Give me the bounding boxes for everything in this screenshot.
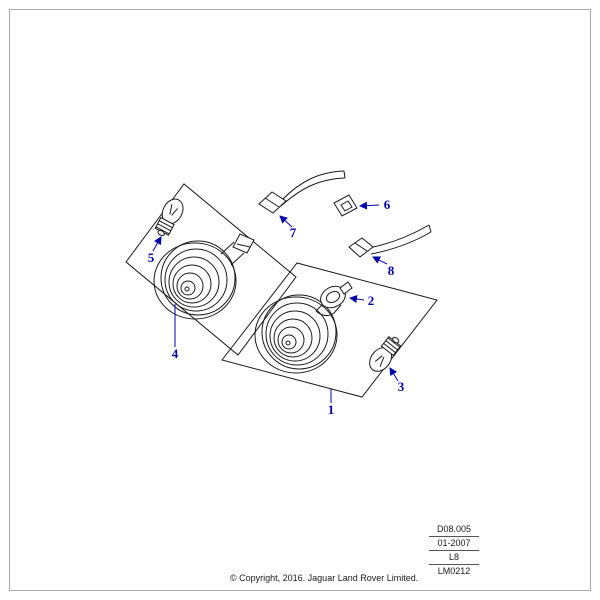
upper-lamp-dome-drawing [153, 240, 237, 320]
reference-block: D08.005 01-2007 L8 LM0212 [429, 523, 479, 578]
bulb-socket-2-drawing [315, 281, 353, 317]
callout-7: 7 [290, 225, 297, 240]
connector-8 [348, 237, 374, 258]
callout-2: 2 [368, 293, 375, 308]
leader-7 [279, 215, 293, 228]
bulb-5-drawing [151, 194, 188, 240]
callout-leaders [152, 201, 399, 403]
wire-8 [370, 224, 432, 255]
reference-sheet: L8 [429, 551, 479, 565]
connector-7 [258, 191, 287, 214]
leader-2 [349, 295, 365, 303]
wire-7 [280, 170, 346, 207]
lower-lamp-panel [221, 262, 438, 398]
callout-3: 3 [398, 379, 405, 394]
page-border [9, 9, 591, 591]
leader-8 [372, 256, 388, 265]
bulb-3-drawing [364, 332, 406, 377]
reference-date: 01-2007 [429, 537, 479, 551]
leader-3 [389, 367, 399, 382]
upper-lamp-assembly-drawing [151, 194, 255, 320]
leader-5 [152, 236, 162, 252]
harness-connector-8-drawing [348, 224, 432, 258]
harness-connector-7-drawing [258, 170, 346, 214]
callout-5: 5 [148, 250, 155, 265]
callout-4: 4 [172, 346, 179, 361]
callout-1: 1 [328, 402, 335, 417]
upper-lamp-socket-drawing [220, 233, 255, 266]
callout-numbers: 1 2 3 4 5 6 7 8 [148, 197, 405, 417]
lower-lamp-assembly-drawing [254, 281, 406, 377]
callout-8: 8 [388, 263, 395, 278]
connector-6-drawing [333, 194, 358, 217]
reference-doc-code: D08.005 [429, 523, 479, 537]
copyright-text: © Copyright, 2016. Jaguar Land Rover Lim… [230, 573, 419, 583]
leader-6 [359, 201, 380, 210]
callout-6: 6 [384, 197, 391, 212]
reference-drawing-code: LM0212 [437, 566, 471, 576]
